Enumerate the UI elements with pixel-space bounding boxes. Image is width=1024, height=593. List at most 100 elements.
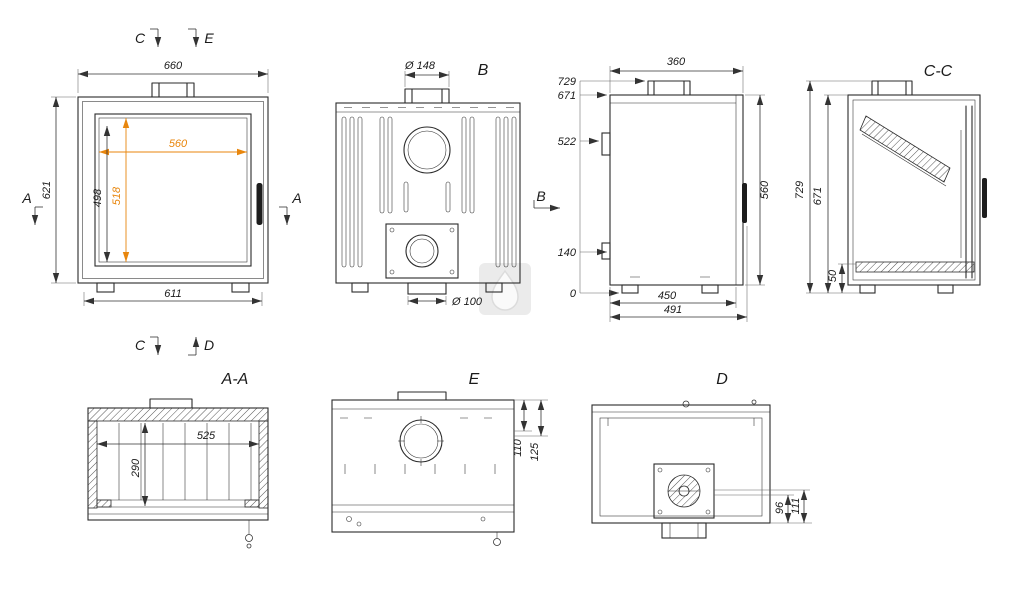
d-ext-lines	[714, 489, 812, 524]
dim-side-560: 560	[759, 180, 771, 199]
view-marker-b: B	[533, 188, 560, 212]
front-glass	[98, 117, 248, 263]
front-dimensions: 660 621 611 560 518 498	[41, 60, 269, 306]
side-handle	[742, 183, 747, 223]
cc-flue-stub	[871, 80, 913, 96]
dim-d-111: 111	[790, 498, 802, 515]
dim-cc-671: 671	[812, 187, 824, 205]
section-cc-view: C-C 729 671 50	[794, 63, 987, 294]
e-vent-dashes	[344, 464, 496, 474]
ext-lines-660	[77, 69, 269, 93]
section-marker-d-bottom: D	[204, 337, 214, 353]
bottom-view-d: D 96 111	[591, 371, 812, 539]
cc-door-section	[965, 105, 973, 279]
dim-cc-729: 729	[794, 181, 806, 199]
dim-side-729: 729	[558, 76, 576, 88]
aa-interior-ribs	[118, 423, 252, 500]
dim-side-491: 491	[664, 304, 682, 316]
cc-ext-lines	[806, 80, 872, 294]
rib	[379, 116, 385, 214]
cc-dimensions: 729 671 50	[794, 80, 872, 294]
screw-hole	[657, 509, 663, 515]
rear-flue-stub	[404, 88, 450, 104]
cc-handle	[982, 178, 987, 218]
view-d-title: D	[716, 371, 728, 388]
aa-top-hatched	[87, 407, 269, 422]
rib	[495, 116, 501, 268]
rear-outlet-panel	[385, 223, 459, 279]
flue-opening-circle	[403, 126, 451, 174]
section-markers-a: A A	[21, 190, 302, 225]
d-stub-lines	[669, 523, 699, 538]
rib	[461, 116, 467, 214]
dim-front-inner-height: 498	[92, 188, 104, 207]
side-foot-right	[701, 284, 719, 294]
screw-hole	[705, 509, 711, 515]
screw-hole	[657, 467, 663, 473]
section-markers-bottom: C D	[135, 336, 214, 356]
rib	[349, 116, 355, 268]
e-ext-lines	[514, 399, 548, 437]
dim-front-height-left: 621	[41, 181, 53, 199]
cc-foot-right	[937, 284, 954, 294]
front-foot-right	[231, 282, 250, 293]
section-markers-top: C E	[135, 28, 214, 47]
ext-lines-148	[404, 71, 450, 87]
aa-door-lines	[88, 499, 268, 515]
section-marker-c-top: C	[135, 30, 146, 46]
top-view-e: E 110 125	[331, 371, 548, 546]
e-dimensions: 110 125	[512, 399, 548, 461]
d-inner-panel	[599, 417, 763, 517]
d-dimensions: 96 111	[714, 489, 812, 524]
dim-flue-diameter: Ø 148	[404, 60, 436, 72]
door-handle	[256, 183, 263, 225]
brand-watermark	[479, 263, 531, 315]
rib	[469, 116, 475, 214]
side-flue-stub	[647, 80, 691, 96]
rib	[445, 181, 451, 213]
section-aa-title: A-A	[221, 371, 249, 388]
screw-hole	[449, 269, 455, 275]
rib	[511, 116, 517, 268]
dim-side-0: 0	[570, 288, 577, 300]
section-marker-e-top: E	[204, 30, 214, 46]
bottom-outlet-stub	[407, 282, 447, 295]
screw-hole	[705, 467, 711, 473]
cc-shell-outer	[847, 94, 981, 286]
dim-side-360: 360	[667, 56, 686, 68]
cc-floor-hatched	[855, 261, 975, 273]
d-hole-top-right	[751, 399, 757, 405]
aa-pull-ring	[245, 534, 253, 542]
front-view: 660 621 611 560 518 498 C E A	[21, 28, 302, 356]
e-flue-circle-inner	[403, 423, 439, 459]
ext-lines-360	[609, 66, 744, 93]
aa-wall-left	[87, 420, 98, 509]
d-panel-notches	[607, 418, 755, 426]
screw-hole	[389, 227, 395, 233]
rear-spigot-lower	[601, 242, 611, 260]
dim-aa-525: 525	[197, 430, 216, 442]
cc-shell-inner	[852, 99, 976, 281]
rear-body	[335, 102, 521, 284]
aa-flue-stub	[149, 398, 193, 409]
side-foot-left	[621, 284, 639, 294]
screw-hole	[449, 227, 455, 233]
rear-foot-right	[485, 282, 503, 293]
dim-aa-290: 290	[130, 458, 142, 478]
d-hole-top-center	[682, 400, 690, 408]
dim-e-125: 125	[529, 442, 541, 461]
rib	[503, 116, 509, 268]
front-flue-stub	[151, 82, 195, 98]
section-cc-title: C-C	[924, 63, 953, 80]
d-bottom-stub	[661, 522, 707, 539]
side-level-dimensions: 729 671 522 140 0	[558, 76, 645, 300]
ext-lines-621	[51, 96, 76, 284]
rib	[403, 181, 409, 213]
screw-hole	[389, 269, 395, 275]
ext-lines-100	[407, 296, 447, 305]
section-aa-view: A-A 525 290	[87, 371, 269, 549]
front-frame-outer	[77, 96, 269, 284]
e-flue-stub	[397, 391, 447, 401]
